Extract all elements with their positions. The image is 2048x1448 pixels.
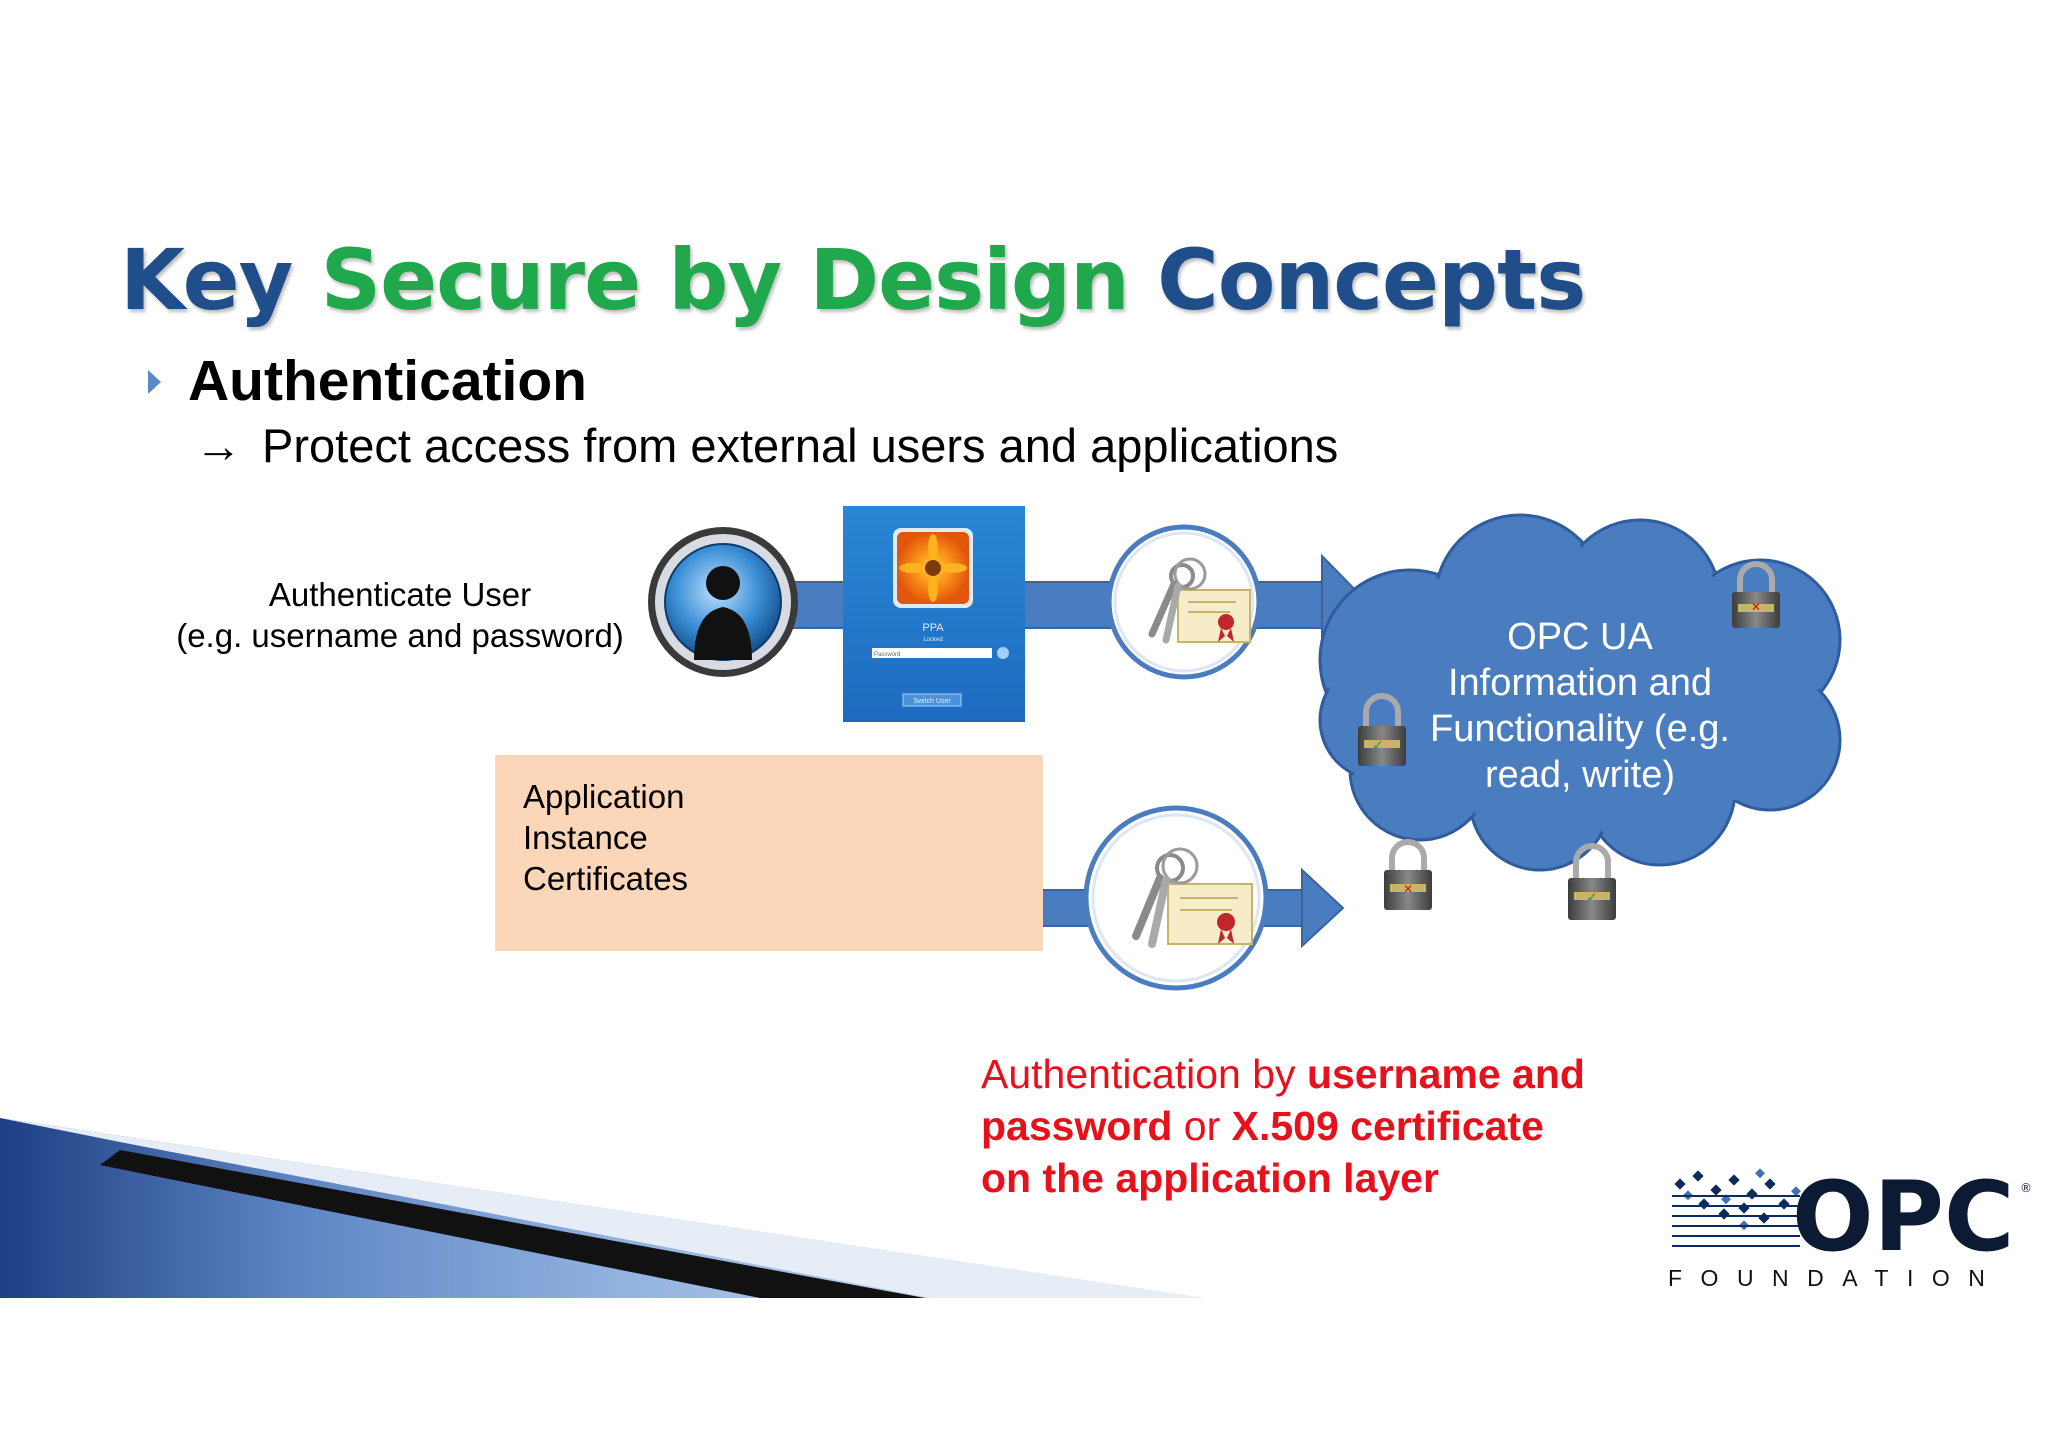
opc-foundation-label: FOUNDATION (1668, 1265, 2004, 1291)
cloud-label: OPC UA Information and Functionality (e.… (1410, 614, 1750, 798)
title-part-1: Key (120, 231, 293, 329)
padlock-check-icon: ✓ (1568, 843, 1616, 920)
user-flow-arrow (734, 553, 1372, 657)
login-screen-icon (843, 506, 1025, 722)
note-bold-1: username and (1306, 1051, 1585, 1097)
decorative-band (0, 1118, 1205, 1298)
subtext-label: Protect access from external users and a… (262, 419, 1339, 472)
registered-mark: ® (2020, 1181, 2032, 1195)
password-field: Password (874, 652, 900, 658)
authenticate-user-line-2: (e.g. username and password) (176, 617, 624, 655)
app-certificates-label: Application Instance Certificates (523, 776, 688, 899)
cloud-line-1: OPC UA (1507, 616, 1653, 658)
note-bold-2: password (981, 1103, 1173, 1149)
page-title: Key Secure by Design Concepts (120, 238, 1586, 322)
note-bold-3: X.509 certificate (1231, 1103, 1544, 1149)
bullet-subtext: → Protect access from external users and … (195, 420, 1338, 472)
svg-text:✓: ✓ (1586, 890, 1598, 906)
note-bold-4: on the application layer (981, 1155, 1439, 1201)
padlock-x-icon: ✕ (1384, 839, 1432, 910)
padlock-check-icon: ✓ (1358, 693, 1406, 766)
login-user-name: PPA (922, 622, 944, 634)
authenticate-user-label: Authenticate User (e.g. username and pas… (160, 574, 640, 657)
keys-certificate-icon (1106, 524, 1262, 680)
note-text-1: Authentication by (981, 1051, 1307, 1097)
cloud-line-4: read, write) (1484, 754, 1676, 796)
keys-certificate-icon (1083, 805, 1269, 991)
padlock-x-icon: ✕ (1732, 561, 1780, 628)
login-status: Locked (923, 637, 942, 643)
app-label-line-3: Certificates (523, 860, 689, 897)
right-arrow-icon: → (195, 419, 242, 472)
svg-text:✕: ✕ (1751, 600, 1761, 614)
user-avatar-icon (648, 527, 798, 677)
title-part-3: Concepts (1157, 231, 1586, 329)
svg-text:✕: ✕ (1403, 882, 1413, 896)
app-label-line-2: Instance (523, 819, 648, 856)
bullet-heading: Authentication (188, 349, 587, 413)
title-part-2: Secure by Design (320, 231, 1130, 329)
opc-logo-text: OPC (1792, 1161, 2014, 1273)
authenticate-user-line-1: Authenticate User (268, 576, 532, 613)
svg-text:✓: ✓ (1372, 738, 1384, 754)
switch-user-button: Switch User (913, 698, 951, 705)
cloud-line-2: Information and (1447, 662, 1713, 704)
app-certificates-box (495, 755, 1043, 951)
opc-logo-mark: OPC ® (1672, 1161, 2032, 1273)
note-text-2: or (1172, 1103, 1232, 1149)
authentication-note: Authentication by username and password … (981, 1048, 1585, 1204)
cloud-line-3: Functionality (e.g. (1430, 708, 1730, 750)
app-label-line-1: Application (523, 778, 685, 815)
bullet-arrow-icon (148, 370, 161, 394)
